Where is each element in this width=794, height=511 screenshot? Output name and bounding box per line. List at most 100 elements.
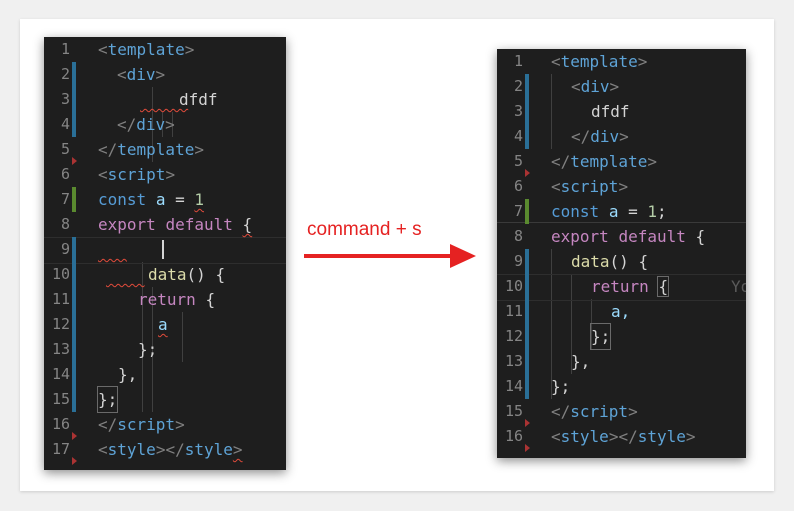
text-cursor [162,240,164,259]
brace: { [205,290,216,309]
tag-name: div [580,77,610,96]
lint-error-squiggle [98,237,127,262]
tag-name: template [107,40,185,59]
keyword: return [591,277,649,296]
angle-bracket: </ [571,127,591,146]
indent-guide [152,287,153,412]
angle-bracket: < [551,177,561,196]
angle-bracket: > [165,165,176,184]
fold-marker [72,432,77,440]
angle-bracket: ></ [608,427,638,446]
line-number: 16 [51,415,70,433]
keyword: const [551,202,600,221]
tag-name: div [590,127,620,146]
angle-bracket: > [628,402,638,421]
git-modified-gutter [525,299,529,324]
git-added-gutter [72,187,76,212]
tag-name: template [117,140,195,159]
git-modified-gutter [72,262,76,287]
line-number: 12 [504,327,523,345]
brace: }, [118,365,138,384]
line-number: 14 [504,377,523,395]
operator: = [175,190,185,209]
function-name: data [571,252,610,271]
code-line: 9 [44,237,286,262]
line-number: 9 [513,252,523,270]
line-number: 7 [60,190,70,208]
git-added-gutter [525,199,529,224]
code-line: 6 <script> [44,162,286,187]
angle-bracket: > [618,177,629,196]
line-number: 13 [504,352,523,370]
semicolon: ; [657,202,667,221]
git-modified-gutter [72,237,76,262]
code-line: 9 data() { [497,249,746,274]
code-line: 13 }, [497,349,746,374]
line-number: 11 [504,302,523,320]
git-modified-gutter [525,74,529,99]
variable: a, [611,302,631,321]
angle-bracket: </ [98,415,118,434]
keyword: export [551,227,609,246]
line-number: 8 [60,215,70,233]
line-number: 4 [513,127,523,145]
text-content: dfdf [179,90,218,109]
variable: a [608,202,619,221]
indent-guide [551,249,552,399]
line-number: 8 [513,227,523,245]
arrow-shaft [304,254,454,258]
line-number: 4 [60,115,70,133]
git-modified-gutter [525,349,529,374]
keyword: const [98,190,147,209]
angle-bracket: < [551,427,561,446]
code-line: 7 const a = 1 [44,187,286,212]
code-line: 3 dfdf [44,87,286,112]
fold-marker [525,419,530,427]
fold-marker [525,169,530,177]
number-literal: 1 [647,202,658,221]
tag-name: script [107,165,166,184]
editor-before-save[interactable]: 1 <template> 2 <div> 3 dfdf 4 </div> 5 <… [44,37,286,470]
keyword: default [165,215,233,234]
fold-marker [72,457,77,465]
indent-guide [172,112,173,137]
arrow-right-icon [450,244,476,268]
line-number: 9 [60,240,70,258]
angle-bracket: > [685,427,696,446]
keyword: return [138,290,196,309]
editor-after-save[interactable]: 1 <template> 2 <div> 3 dfdf 4 </div> 5 <… [497,49,746,458]
text-content: dfdf [591,102,630,121]
line-number: 17 [51,440,70,458]
operator: = [628,202,638,221]
brace: { [695,227,706,246]
angle-bracket: < [98,165,108,184]
function-name: data [148,265,187,284]
tag-name: template [570,152,648,171]
variable: a [158,315,168,334]
git-modified-gutter [72,312,76,337]
git-modified-gutter [72,62,76,87]
angle-bracket: > [155,65,166,84]
line-number: 5 [60,140,70,158]
angle-bracket: > [609,77,620,96]
git-modified-gutter [72,287,76,312]
line-number: 3 [60,90,70,108]
brace: { [242,215,253,234]
git-modified-gutter [525,99,529,124]
tag-name: div [136,115,166,134]
line-number: 5 [513,152,523,170]
current-line-highlight [497,274,746,301]
code-line: 13 }; [44,337,286,362]
angle-bracket: </ [98,140,118,159]
angle-bracket: > [175,415,185,434]
angle-bracket: > [637,52,648,71]
tag-name: template [560,52,638,71]
code-line: 3 dfdf [497,99,746,124]
code-line: 11 return { [44,287,286,312]
keyword: default [618,227,686,246]
git-modified-gutter [525,274,529,299]
tag-name: script [570,402,629,421]
brace: { [657,276,670,297]
git-modified-gutter [72,87,76,112]
code-line: 16 <style></style> [497,424,746,452]
